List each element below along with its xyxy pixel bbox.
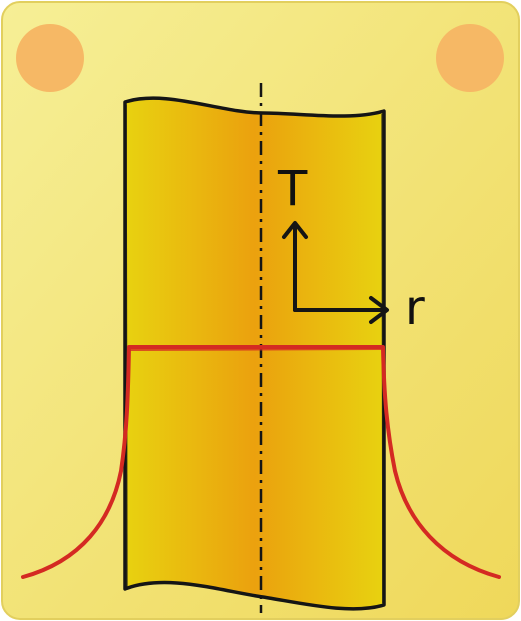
cylinder-body xyxy=(123,96,386,611)
corner-dot-left xyxy=(16,24,84,92)
r-axis-arrowhead xyxy=(369,296,389,324)
t-axis-label: T xyxy=(277,161,308,217)
temperature-profile-curve xyxy=(21,345,501,579)
t-axis-arrowhead xyxy=(282,221,308,239)
cylinder-left-edge-sketch xyxy=(125,104,128,588)
temperature-profile-flat-sketch xyxy=(127,348,385,351)
r-axis-label: r xyxy=(405,280,425,336)
corner-dot-right xyxy=(436,24,504,92)
